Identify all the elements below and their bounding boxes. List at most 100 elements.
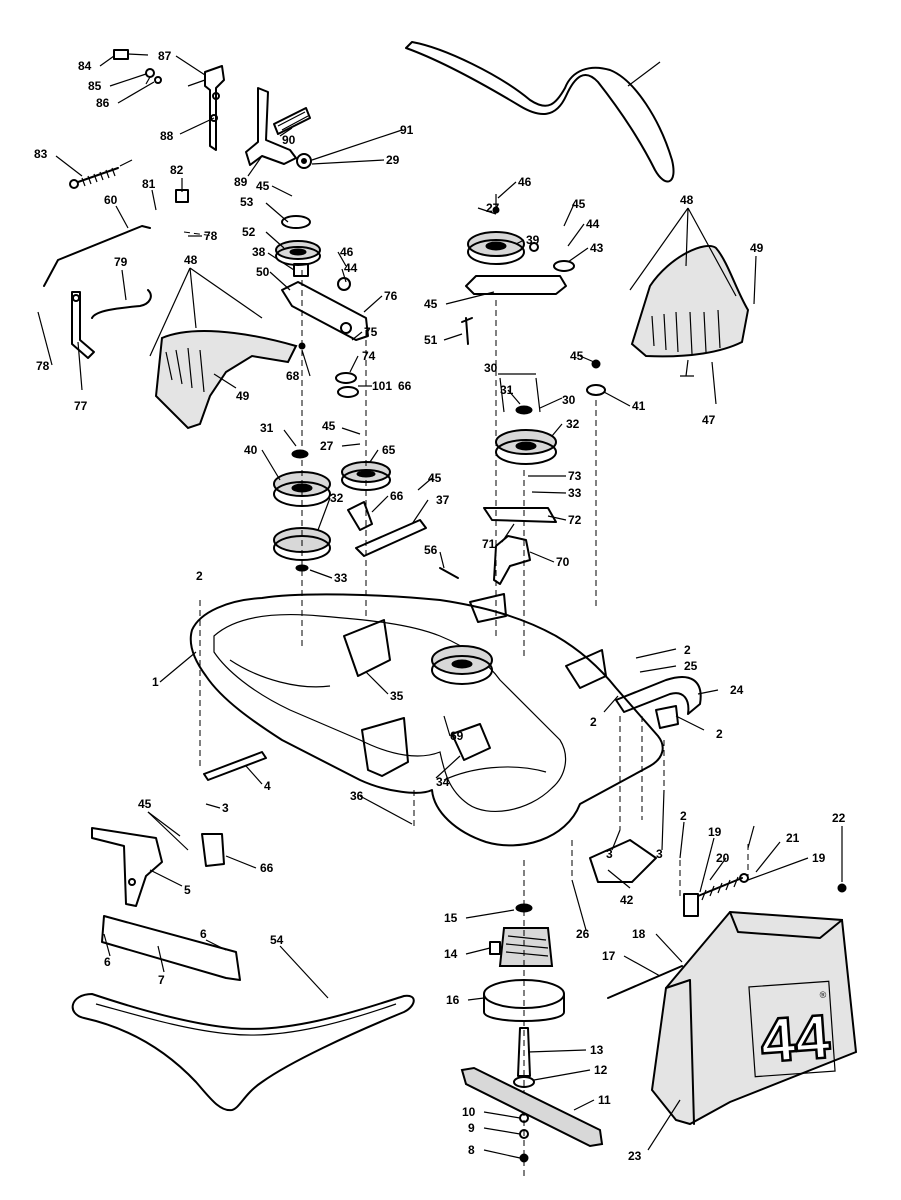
callout: 44 (344, 261, 358, 275)
callout: 90 (282, 133, 296, 147)
callout: 66 (260, 861, 274, 875)
callout: 6 (104, 955, 111, 969)
callout: 75 (364, 325, 378, 339)
callout: 54 (270, 933, 284, 947)
callout: 40 (244, 443, 258, 457)
callout: 85 (88, 79, 102, 93)
rod-17 (607, 965, 683, 999)
callout: 20 (716, 851, 730, 865)
washers-101 (298, 342, 359, 398)
callout: 79 (114, 255, 128, 269)
callout: 53 (240, 195, 254, 209)
callout: 23 (628, 1149, 642, 1163)
callout: 37 (436, 493, 450, 507)
callout: 81 (142, 177, 156, 191)
callout: 47 (702, 413, 716, 427)
callout: 49 (236, 389, 250, 403)
callout: 46 (518, 175, 532, 189)
callout: 49 (750, 241, 764, 255)
bracket-rear-left (361, 717, 409, 777)
callout: 48 (184, 253, 198, 267)
bracket-72 (483, 507, 557, 523)
pulley-stack-52-53 (275, 215, 321, 277)
callout: 19 (708, 825, 722, 839)
callout: 2 (196, 569, 203, 583)
callout: 27 (320, 439, 334, 453)
callout: 42 (620, 893, 634, 907)
hardware-84-86 (113, 49, 162, 85)
callout: 25 (684, 659, 698, 673)
callout: 15 (444, 911, 458, 925)
mower-deck-1 (189, 593, 664, 847)
callout: 65 (382, 443, 396, 457)
callout: 6 (200, 927, 207, 941)
mower-deck-inner (213, 614, 567, 812)
blade-11 (460, 1066, 604, 1148)
chute-decal-mark: ® (819, 990, 827, 1000)
callout: 45 (570, 349, 584, 363)
rod-60 (43, 225, 151, 287)
callout: 3 (606, 847, 613, 861)
bracket-37 (355, 519, 427, 557)
callout: 89 (234, 175, 248, 189)
callout: 36 (350, 789, 364, 803)
bracket-34 (451, 723, 491, 761)
pulley-assembly-39 (465, 194, 575, 295)
callout: 22 (832, 811, 846, 825)
callout: 45 (424, 297, 438, 311)
callout: 45 (572, 197, 586, 211)
bracket-70 (493, 535, 531, 585)
callout: 86 (96, 96, 110, 110)
callout: 101 (372, 379, 392, 393)
callout: 76 (384, 289, 398, 303)
bolt-51 (461, 317, 473, 345)
callout-labels: 84 87 85 86 88 90 91 89 29 83 82 81 60 7… (34, 49, 846, 1163)
spring-56 (439, 567, 459, 579)
lever-77 (71, 291, 95, 359)
callout: 31 (500, 383, 514, 397)
callout: 39 (526, 233, 540, 247)
callout: 3 (222, 801, 229, 815)
deck-bracket-rear (469, 593, 507, 623)
belt-guard-left-49 (154, 330, 298, 430)
hanger-bracket-5 (91, 827, 163, 907)
callout: 44 (586, 217, 600, 231)
callout: 30 (484, 361, 498, 375)
bracket-24 (615, 676, 702, 715)
callout: 11 (598, 1093, 611, 1107)
callout: 21 (786, 831, 800, 845)
callout: 56 (424, 543, 438, 557)
chute-decal-number: 44 (758, 1002, 832, 1076)
callout: 71 (482, 537, 496, 551)
callout: 26 (576, 927, 590, 941)
idler-arm-89 (245, 87, 312, 169)
callout: 19 (812, 851, 826, 865)
callout-leaders (37, 55, 843, 1159)
callout: 24 (730, 683, 744, 697)
callout: 78 (204, 229, 218, 243)
callout: 1 (152, 675, 159, 689)
callout: 5 (184, 883, 191, 897)
callout: 50 (256, 265, 270, 279)
callout: 70 (556, 555, 570, 569)
spindle-shaft-13 (517, 1027, 531, 1077)
right-pulley-32 (495, 359, 606, 465)
callout: 33 (568, 486, 582, 500)
bracket-35 (343, 619, 391, 677)
callout: 52 (242, 225, 256, 239)
callout: 17 (602, 949, 616, 963)
callout: 29 (386, 153, 400, 167)
callout: 45 (138, 797, 152, 811)
callout: 8 (468, 1143, 475, 1157)
callout: 60 (104, 193, 118, 207)
callout: 45 (256, 179, 270, 193)
belt-54 (71, 993, 415, 1112)
callout: 31 (260, 421, 274, 435)
callout: 68 (286, 369, 300, 383)
callout: 3 (656, 847, 663, 861)
callout: 32 (566, 417, 580, 431)
callout: 32 (330, 491, 344, 505)
callout: 7 (158, 973, 165, 987)
callout: 74 (362, 349, 376, 363)
